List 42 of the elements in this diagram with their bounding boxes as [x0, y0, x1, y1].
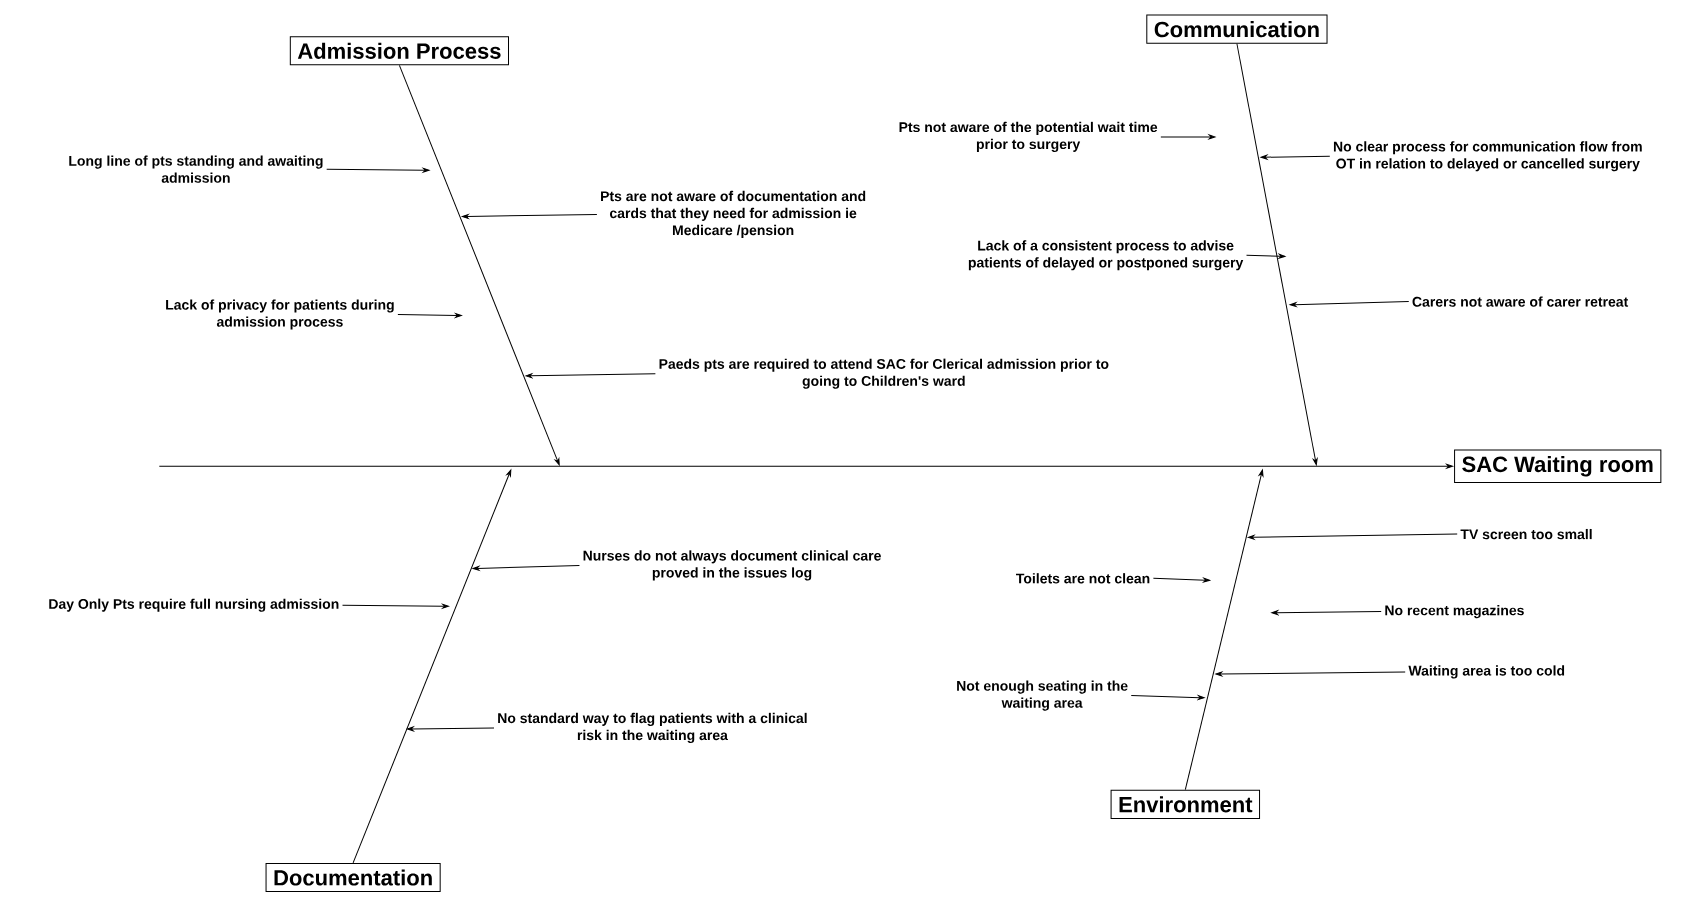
cause-text: Carers not aware of carer retreat	[1412, 296, 1629, 307]
cause-arrow	[1271, 610, 1382, 616]
cause-text: Pts are not aware of documentation and cards that they need for admission ie Medicare /pension	[601, 190, 866, 238]
cause-text: Waiting area is too cold	[1408, 665, 1565, 679]
cause-text: Lack of privacy for patients during admission process	[166, 299, 394, 330]
cause-text: No standard way to flag patients with a clinical risk in the waiting area	[498, 712, 807, 743]
effect-box: SAC Waiting room	[1454, 449, 1662, 484]
cause-arrow	[397, 313, 462, 318]
cause-arrow	[1247, 533, 1458, 540]
category-box: Communication	[1146, 14, 1328, 44]
cause-text: Nurses do not always document clinical care proved in the issues log	[583, 550, 881, 581]
bone-arrow	[398, 64, 560, 466]
cause-arrow	[342, 603, 449, 609]
cause-text: Day Only Pts require full nursing admission	[49, 598, 339, 612]
cause-arrow	[461, 213, 598, 219]
cause-text: No recent magazines	[1385, 605, 1524, 619]
cause-arrow	[525, 373, 656, 379]
category-box: Environment	[1110, 789, 1261, 819]
cause-arrow	[1130, 695, 1205, 700]
cause-arrow	[1289, 301, 1410, 307]
category-box: Admission Process	[289, 36, 509, 66]
cause-arrow	[1215, 671, 1406, 677]
category-box: Documentation	[265, 862, 441, 893]
cause-arrow	[326, 167, 430, 173]
bone-arrow	[1184, 469, 1264, 791]
cause-arrow	[1260, 154, 1331, 160]
cause-arrow	[407, 726, 495, 732]
cause-arrow	[1246, 253, 1286, 259]
cause-text: Pts not aware of the potential wait time prior to surgery	[899, 121, 1158, 152]
cause-text: Not enough seating in the waiting area	[957, 680, 1128, 711]
cause-text: No clear process for communication flow from OT in relation to delayed or cancelled surgery	[1333, 141, 1642, 172]
cause-arrow	[1160, 134, 1216, 140]
cause-text: Lack of a consistent process to advise patients of delayed or postponed surgery	[968, 240, 1244, 271]
cause-text: Toilets are not clean	[1016, 573, 1150, 584]
bone-arrow	[1236, 43, 1318, 466]
cause-arrow	[1152, 577, 1211, 583]
cause-text: Paeds pts are required to attend SAC for Clerical admission prior to going to Children's ward	[659, 358, 1109, 389]
cause-arrow	[472, 564, 580, 571]
bone-arrow	[352, 469, 512, 864]
cause-text: TV screen too small	[1460, 528, 1592, 540]
cause-text: Long line of pts standing and awaiting admission	[69, 155, 323, 183]
spine-arrow	[158, 463, 1453, 469]
